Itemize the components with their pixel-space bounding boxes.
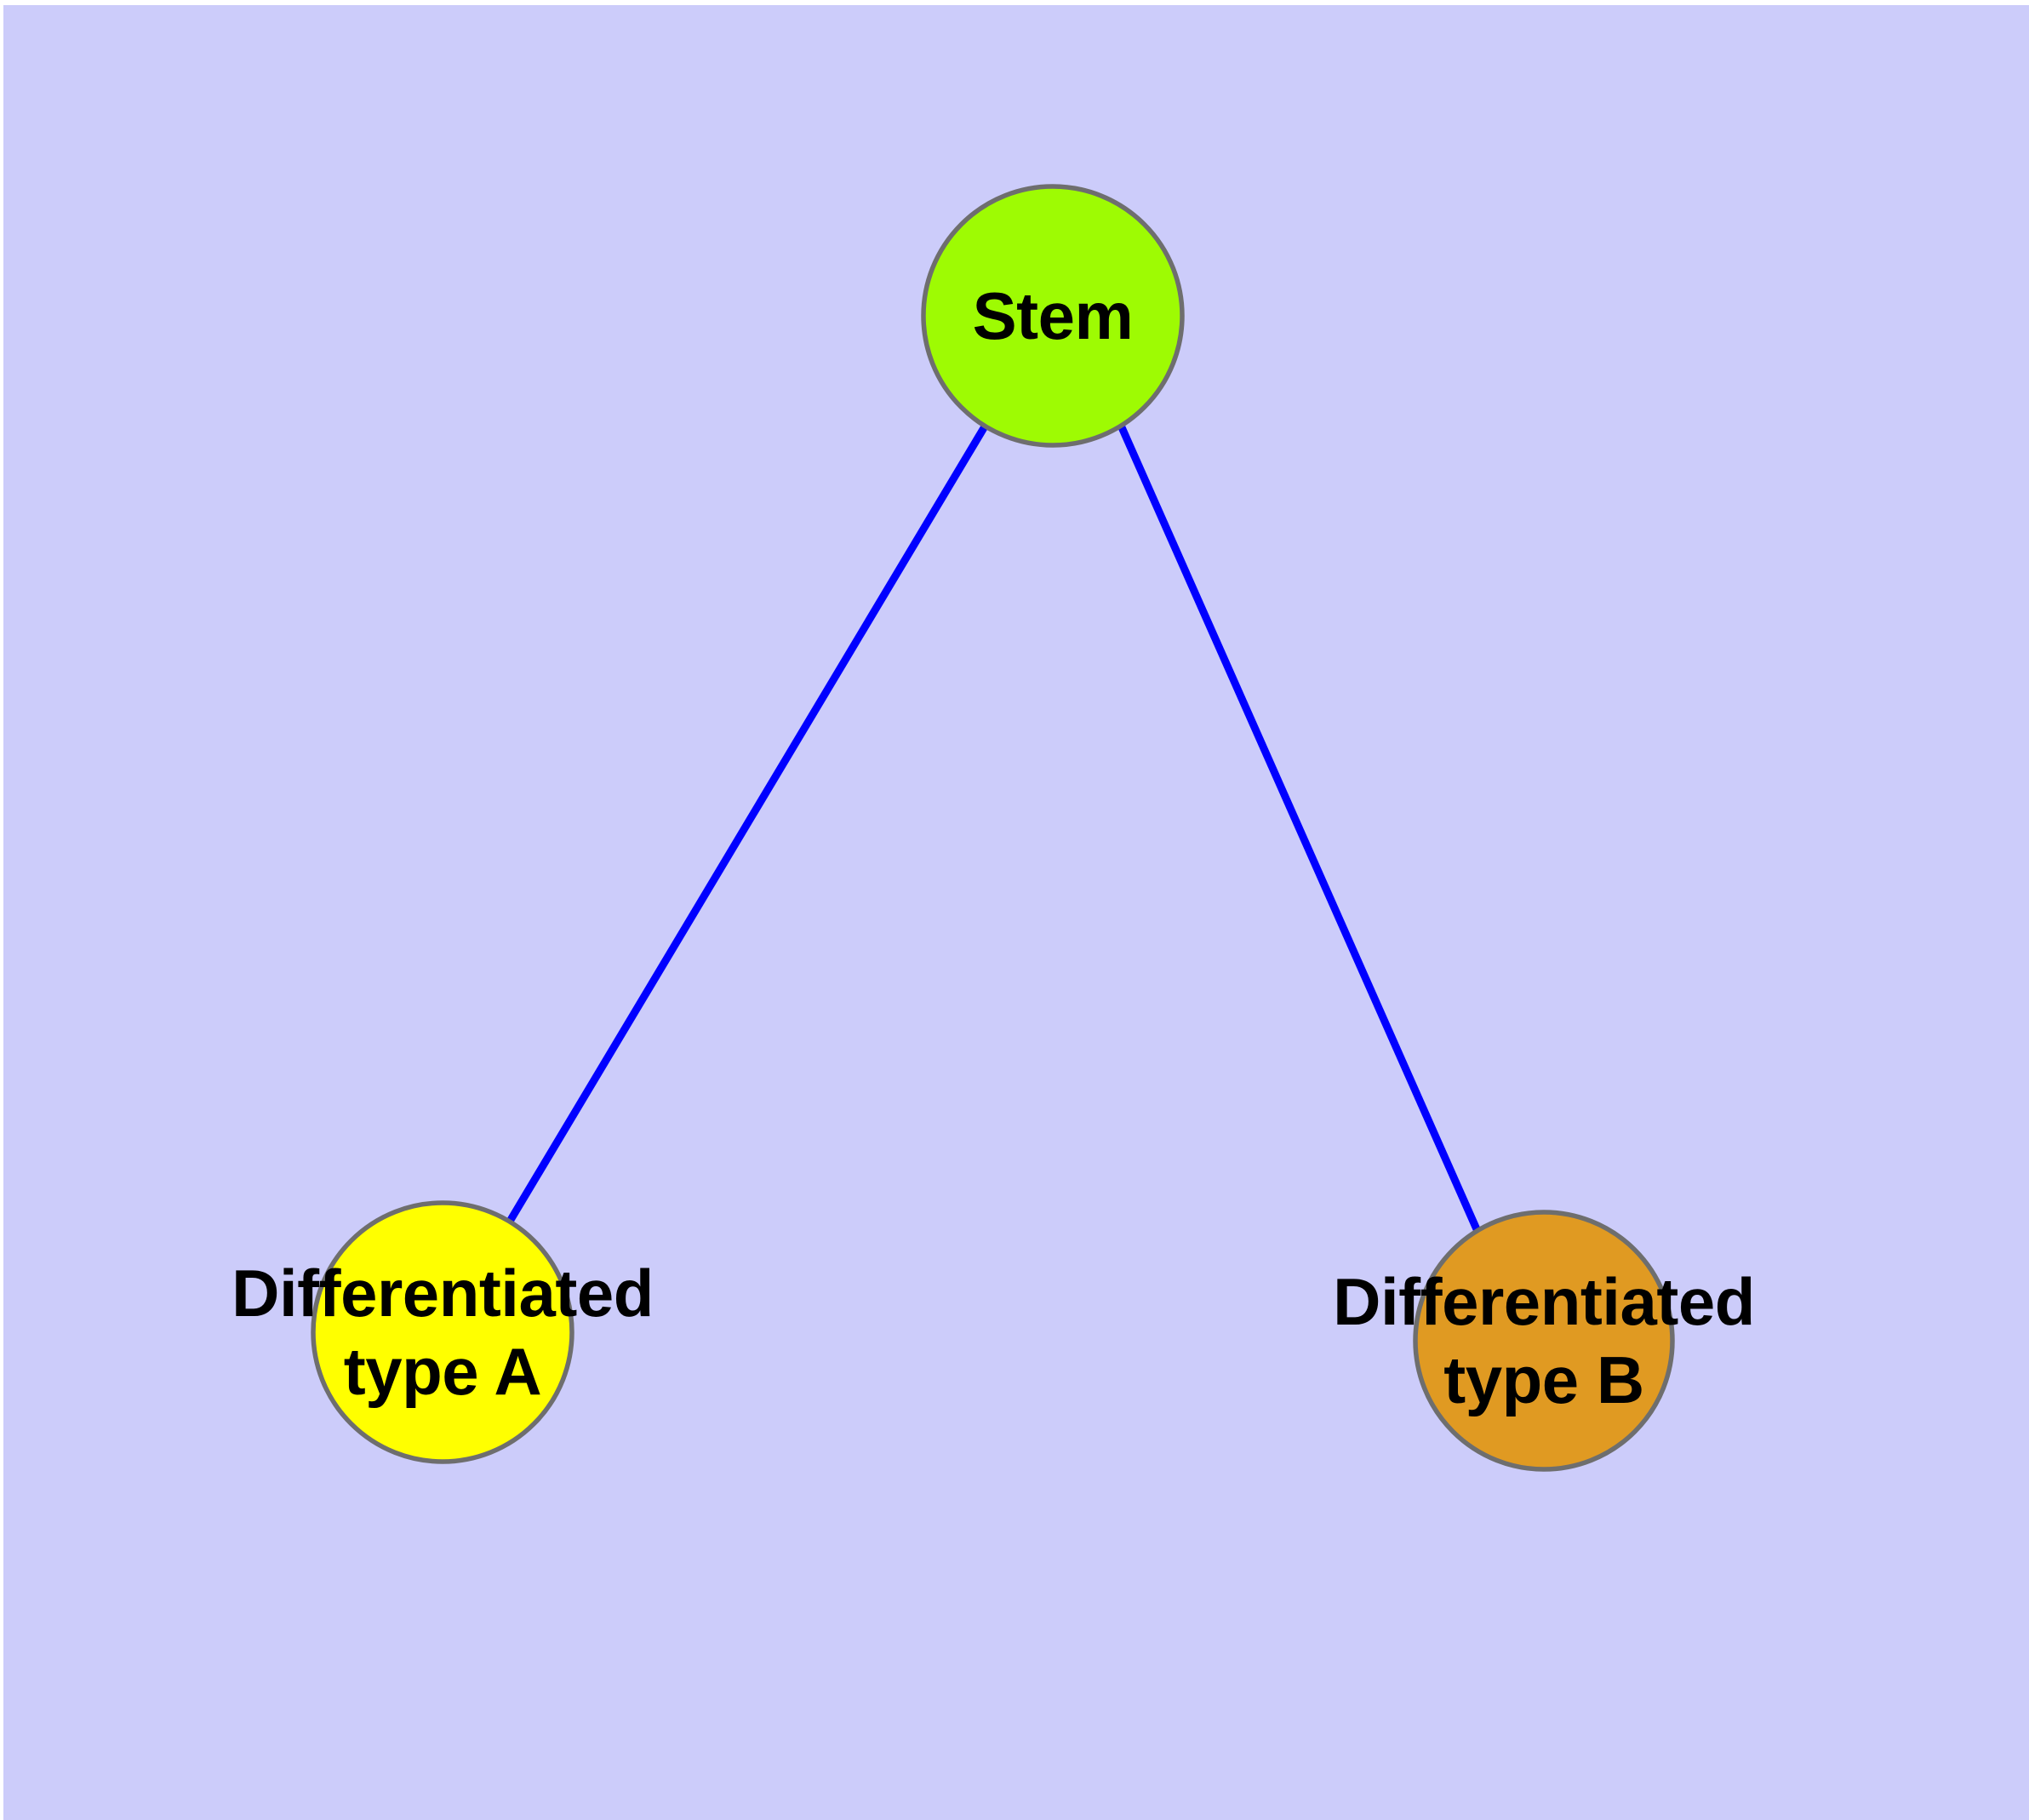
node-circle-differentiated-type-a[interactable] [311, 1200, 574, 1464]
edge-stem-to-differentiated-type-a [507, 424, 988, 1222]
edge-layer [507, 424, 1481, 1231]
node-layer [311, 184, 1675, 1472]
node-circle-differentiated-type-b[interactable] [1413, 1210, 1675, 1472]
node-circle-stem[interactable] [921, 184, 1185, 448]
edge-stem-to-differentiated-type-b [1117, 426, 1481, 1231]
